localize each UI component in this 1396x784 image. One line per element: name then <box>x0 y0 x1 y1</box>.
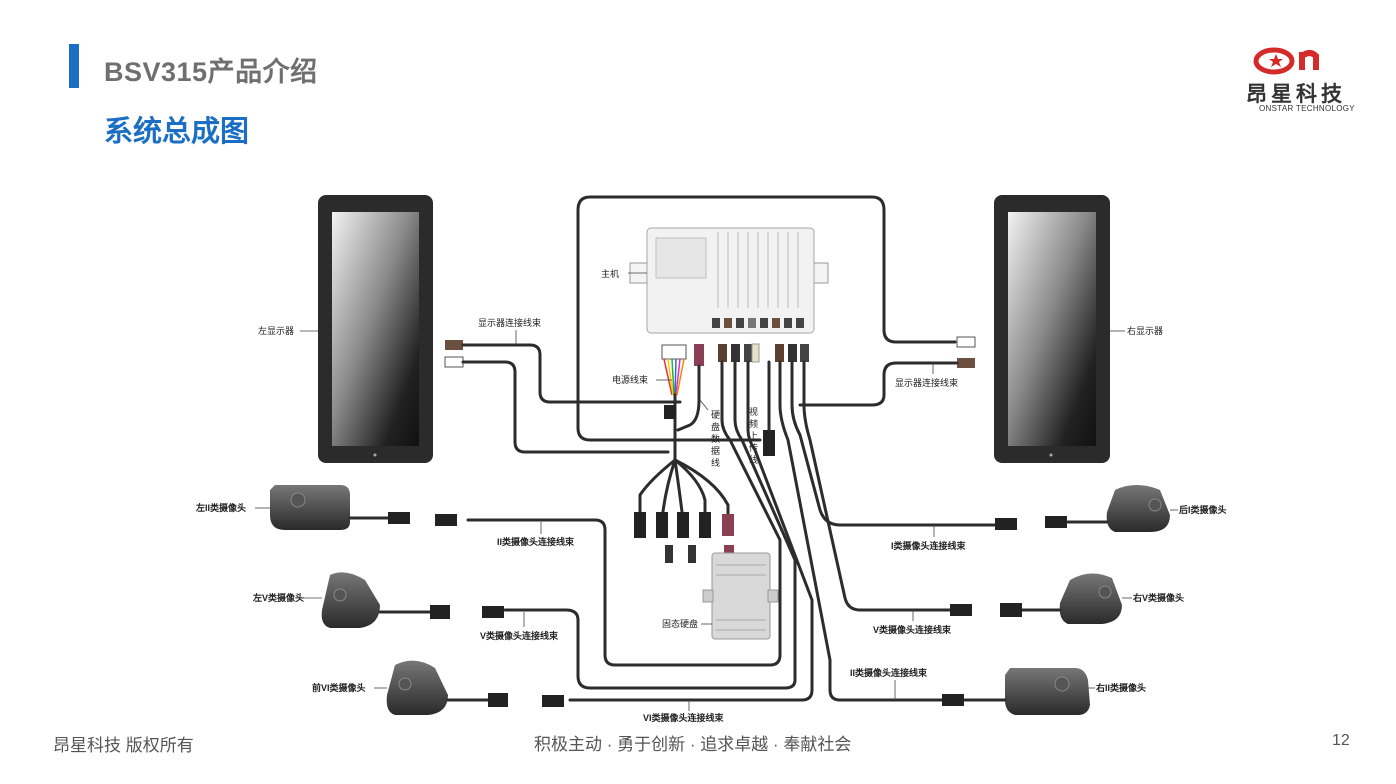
cam-rear-i-label: 后I类摄像头 <box>1179 504 1227 515</box>
hdd-line-label-3: 数 <box>711 433 720 444</box>
video-upload-connector <box>763 430 775 456</box>
video-line-label-3: 上 <box>749 431 758 441</box>
cam-left-v-label: 左V类摄像头 <box>252 592 304 603</box>
harness-ii-left-label: II类摄像头连接线束 <box>497 536 575 547</box>
camera-rear-i <box>995 485 1170 532</box>
video-line-label-5: 线 <box>749 454 758 465</box>
cam-left-ii-label: 左II类摄像头 <box>195 502 246 513</box>
video-line-label-2: 频 <box>749 418 758 429</box>
right-display-harness-label: 显示器连接线束 <box>895 377 958 388</box>
page-title: BSV315产品介绍 <box>104 57 318 87</box>
title-accent-bar <box>69 44 79 88</box>
ssd-label: 固态硬盘 <box>662 618 698 629</box>
hdd-line-label-5: 线 <box>711 457 720 468</box>
host-connector-row <box>661 343 809 366</box>
hdd-line-leader <box>699 399 709 411</box>
fan-out-cables <box>638 458 730 524</box>
video-line-label-1: 视 <box>749 406 758 417</box>
fuse-box <box>664 405 676 419</box>
harness-v-left-label: V类摄像头连接线束 <box>480 630 559 641</box>
camera-cables-left <box>466 360 814 702</box>
left-display-harness-label: 显示器连接线束 <box>478 317 541 328</box>
right-display <box>994 195 1110 463</box>
harness-v-right-label: V类摄像头连接线束 <box>873 624 952 635</box>
cam-front-vi-label: 前VI类摄像头 <box>312 682 366 693</box>
page-number: 12 <box>1332 732 1350 749</box>
host-unit <box>629 227 829 334</box>
camera-left-v <box>321 572 504 628</box>
logo-english: ONSTAR TECHNOLOGY <box>1259 104 1355 113</box>
top-loop-cable <box>576 195 957 442</box>
camera-right-v <box>950 573 1122 624</box>
hdd-line-label-2: 盘 <box>711 421 720 432</box>
left-display-harness <box>444 340 682 454</box>
left-display <box>318 195 433 463</box>
camera-right-ii <box>942 668 1090 715</box>
power-harness-label: 电源线束 <box>612 374 648 385</box>
left-display-label: 左显示器 <box>258 325 294 336</box>
right-display-label: 右显示器 <box>1127 325 1163 336</box>
camera-cables-right <box>778 360 1002 702</box>
right-display-harness <box>798 336 976 407</box>
hdd-line-label-4: 据 <box>711 445 720 456</box>
page-subtitle: 系统总成图 <box>104 116 250 148</box>
camera-front-vi <box>386 660 564 715</box>
logo-name: 昂星科技 <box>1246 83 1346 106</box>
power-harness-wires <box>663 358 685 396</box>
camera-left-ii <box>270 485 457 530</box>
harness-ii-right-label: II类摄像头连接线束 <box>850 667 928 678</box>
onstar-logo-icon <box>1253 47 1319 75</box>
ssd-unit <box>702 552 779 640</box>
harness-vi-label: VI类摄像头连接线束 <box>643 712 725 723</box>
hdd-data-cable <box>676 364 701 432</box>
hdd-line-label-1: 硬 <box>711 410 720 420</box>
harness-i-label: I类摄像头连接线束 <box>891 540 967 551</box>
cam-right-ii-label: 右II类摄像头 <box>1095 682 1146 693</box>
fan-out-connectors <box>634 512 734 563</box>
footer-slogan: 积极主动 · 勇于创新 · 追求卓越 · 奉献社会 <box>534 735 852 754</box>
cam-right-v-label: 右V类摄像头 <box>1132 592 1184 603</box>
footer-copyright: 昂星科技 版权所有 <box>53 736 194 755</box>
host-label: 主机 <box>601 268 619 279</box>
